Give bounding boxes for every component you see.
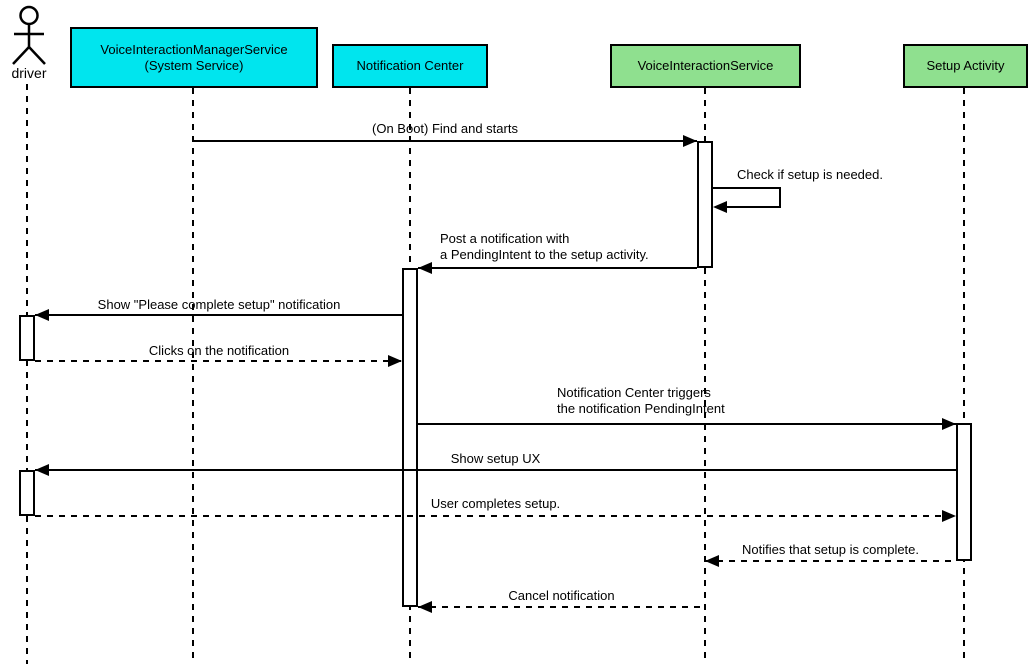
arrowhead-right-icon: [388, 355, 402, 367]
actor-driver: driver: [2, 5, 56, 81]
arrowhead-right-icon: [683, 135, 697, 147]
participant-voiceinteractionservice: VoiceInteractionService: [610, 44, 801, 88]
message-line-cancel-notification: [418, 606, 705, 608]
message-line-clicks-notification: [35, 360, 402, 362]
participant-label: Setup Activity: [926, 58, 1005, 73]
message-label-triggers-pendingintent: Notification Center triggers the notific…: [557, 385, 725, 416]
message-line-show-setup-notification: [35, 314, 402, 316]
message-line-show-setup-ux: [35, 469, 956, 471]
message-line-user-completes-setup: [35, 515, 956, 517]
activation-voiceinteractionservice: [697, 141, 713, 268]
arrowhead-left-icon: [35, 309, 49, 321]
activation-driver-1: [19, 315, 35, 361]
message-label-on-boot-find-and-starts: (On Boot) Find and starts: [372, 121, 518, 136]
arrowhead-left-icon: [35, 464, 49, 476]
message-line-self-top: [713, 187, 781, 189]
message-line-self-bottom: [723, 206, 781, 208]
message-label-post-notification: Post a notification with a PendingIntent…: [440, 231, 649, 262]
lifeline-voiceinteractionservice: [704, 88, 706, 664]
message-label-cancel-notification: Cancel notification: [508, 588, 615, 603]
participant-label: VoiceInteractionManagerService (System S…: [100, 41, 288, 73]
activation-setup-activity: [956, 423, 972, 561]
arrowhead-left-icon: [418, 601, 432, 613]
message-label-notifies-setup-complete: Notifies that setup is complete.: [741, 542, 920, 557]
message-label-check-if-setup-needed: Check if setup is needed.: [737, 167, 883, 182]
lifeline-setup-activity: [963, 88, 965, 664]
arrowhead-left-icon: [713, 201, 727, 213]
message-label-show-setup-notification: Show "Please complete setup" notificatio…: [97, 297, 341, 312]
message-label-clicks-notification: Clicks on the notification: [148, 343, 290, 358]
lifeline-driver: [26, 84, 28, 664]
message-label-user-completes-setup: User completes setup.: [430, 496, 561, 511]
message-line-post-notification: [418, 267, 697, 269]
arrowhead-right-icon: [942, 418, 956, 430]
participant-label: VoiceInteractionService: [637, 58, 774, 73]
person-icon: [12, 5, 46, 65]
actor-label-driver: driver: [11, 65, 47, 81]
message-line-triggers-pendingintent: [418, 423, 956, 425]
message-line-self-right: [779, 187, 781, 208]
message-line-on-boot-find-and-starts: [193, 140, 697, 142]
arrowhead-left-icon: [705, 555, 719, 567]
participant-voiceinteractionmanagerservice: VoiceInteractionManagerService (System S…: [70, 27, 318, 88]
participant-setup-activity: Setup Activity: [903, 44, 1028, 88]
arrowhead-right-icon: [942, 510, 956, 522]
arrowhead-left-icon: [418, 262, 432, 274]
participant-label: Notification Center: [356, 58, 464, 73]
message-label-show-setup-ux: Show setup UX: [450, 451, 541, 466]
activation-driver-2: [19, 470, 35, 516]
message-line-notifies-setup-complete: [705, 560, 956, 562]
activation-notification-center: [402, 268, 418, 607]
participant-notification-center: Notification Center: [332, 44, 488, 88]
lifeline-voiceinteractionmanagerservice: [192, 88, 194, 664]
